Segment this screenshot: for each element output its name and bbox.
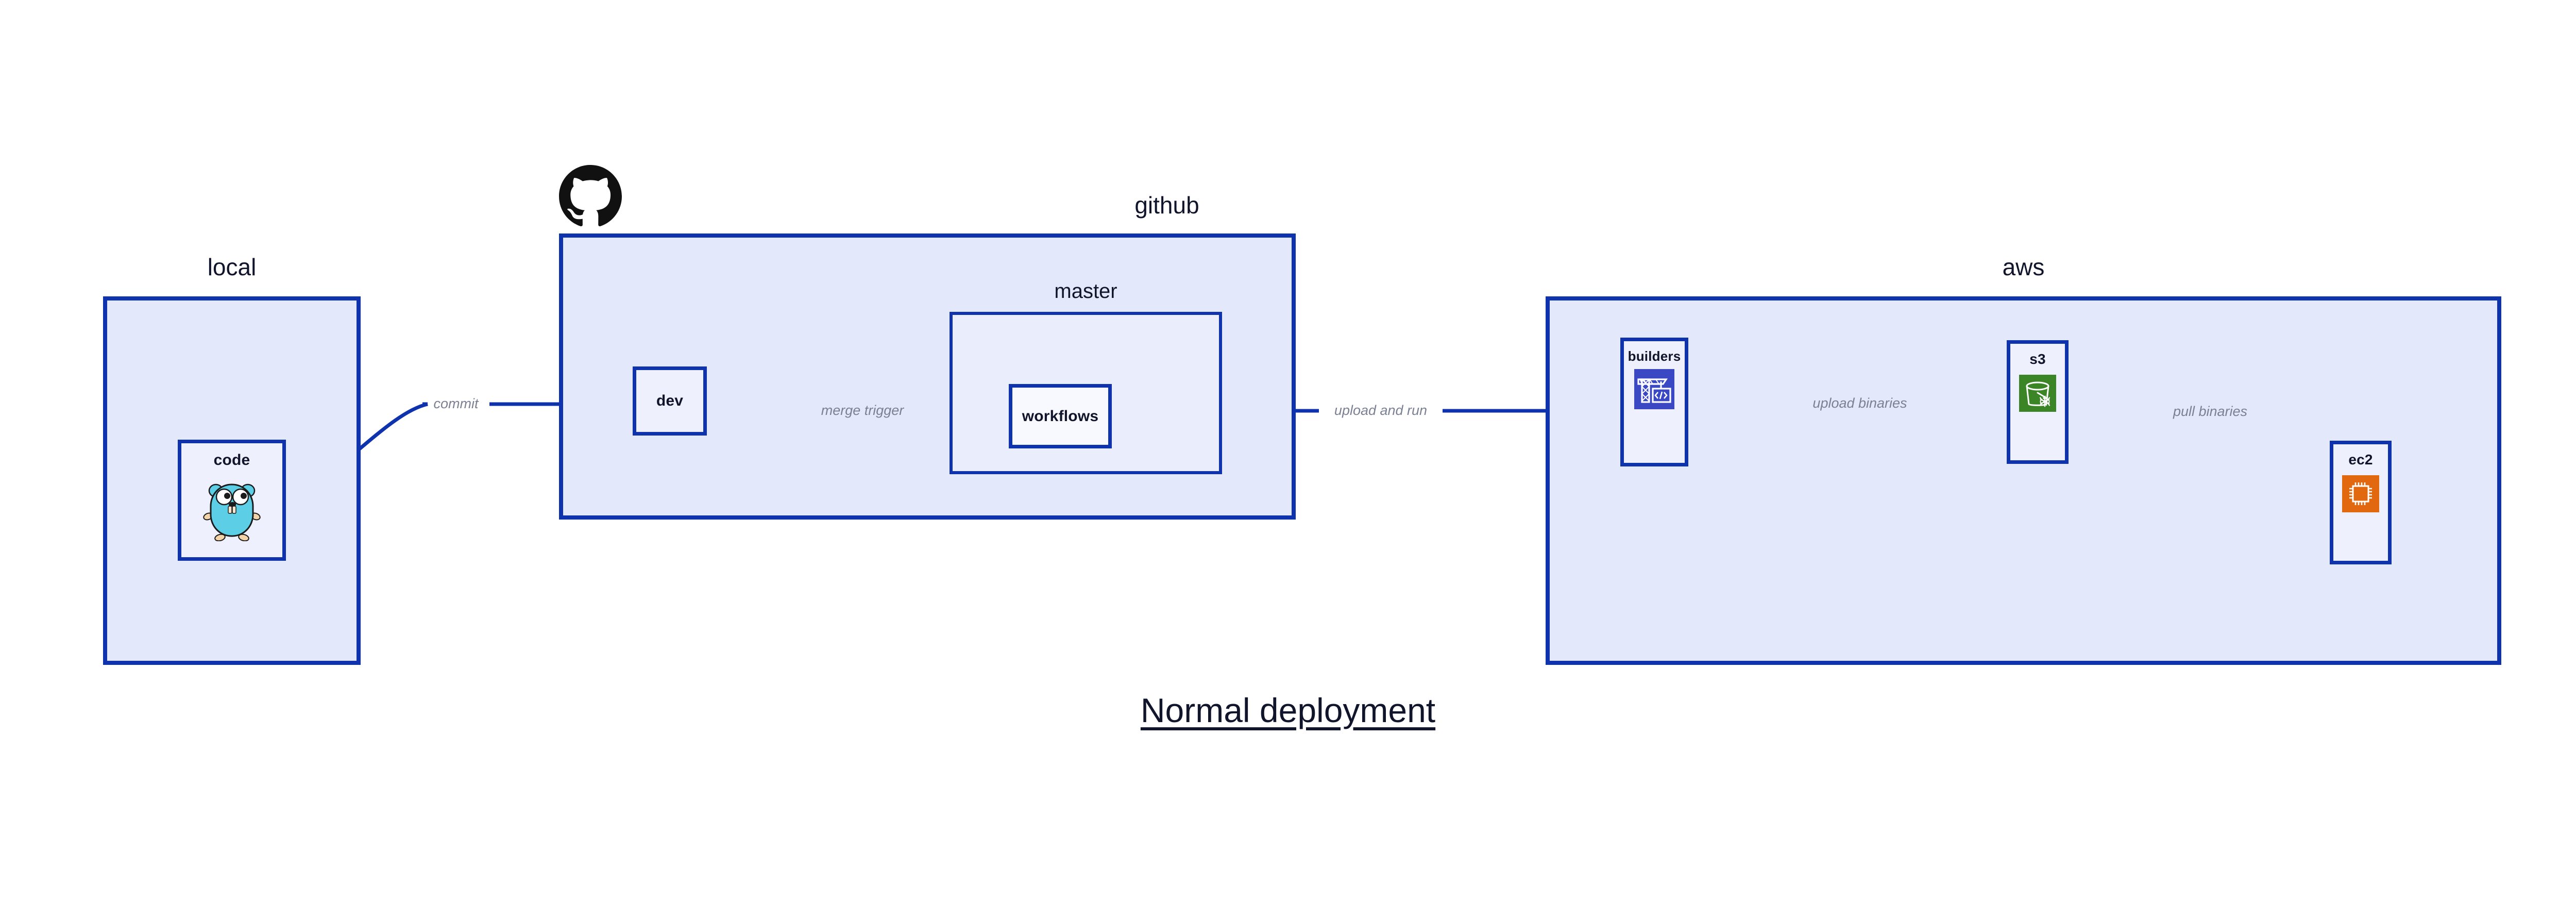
node-workflows[interactable]: workflows: [1009, 384, 1112, 448]
node-label-code: code: [213, 452, 250, 469]
edge-label-upload-binaries: upload binaries: [1812, 395, 1907, 411]
edge-label-commit: commit: [433, 396, 479, 411]
aws-s3-glacier-bucket-icon: [2019, 375, 2056, 414]
go-gopher-icon: [201, 475, 262, 544]
node-label-dev: dev: [656, 392, 684, 409]
node-label-ec2: ec2: [2348, 452, 2373, 467]
node-label-builders: builders: [1628, 348, 1681, 364]
diagram-caption: Normal deployment: [1140, 691, 1436, 729]
node-label-s3: s3: [2029, 351, 2046, 367]
aws-ec2-chip-icon: [2342, 475, 2379, 515]
group-title-github: github: [1134, 192, 1199, 219]
aws-codebuild-crane-icon: [1634, 369, 1674, 412]
edge-label-pull-binaries: pull binaries: [2173, 404, 2248, 419]
edge-label-upload-and-run: upload and run: [1334, 403, 1428, 418]
node-builders[interactable]: builders: [1620, 338, 1688, 466]
subgroup-title-master: master: [1054, 280, 1117, 303]
group-title-aws: aws: [2002, 254, 2045, 280]
node-ec2[interactable]: ec2: [2330, 441, 2392, 564]
node-s3[interactable]: s3: [2007, 340, 2069, 464]
node-dev[interactable]: dev: [633, 366, 707, 436]
github-octocat-logo: [559, 165, 622, 228]
node-label-workflows: workflows: [1022, 407, 1099, 425]
node-code[interactable]: code: [178, 440, 286, 561]
edge-label-merge-trigger: merge trigger: [821, 403, 904, 418]
group-title-local: local: [207, 254, 257, 280]
